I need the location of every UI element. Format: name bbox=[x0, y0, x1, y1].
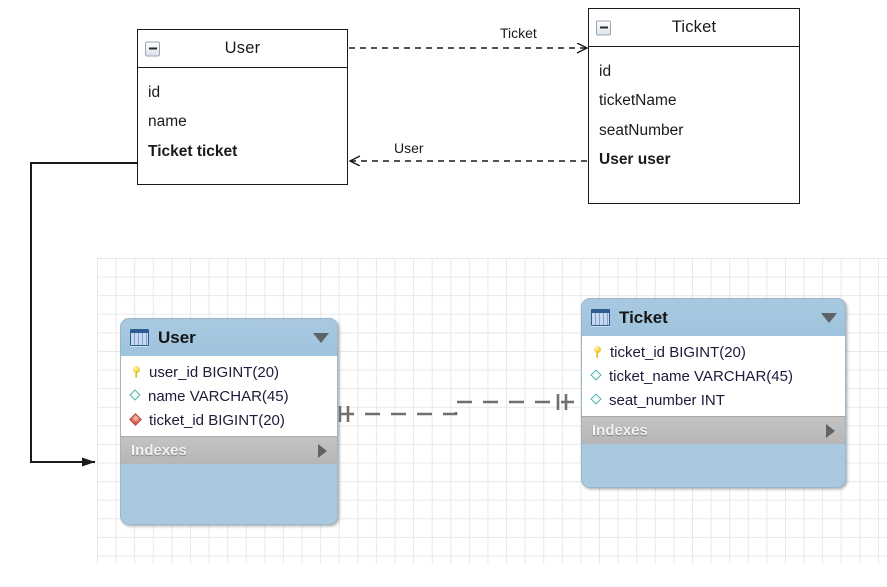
er-table-user-footer bbox=[121, 464, 337, 479]
er-table-user-indexes-bar[interactable]: Indexes bbox=[121, 436, 337, 464]
er-table-ticket[interactable]: Ticket ticket_id BIGINT(20) ticket_name … bbox=[581, 298, 846, 488]
chevron-down-icon[interactable] bbox=[313, 332, 329, 343]
er-field-row[interactable]: user_id BIGINT(20) bbox=[121, 360, 337, 384]
column-icon bbox=[129, 390, 142, 403]
collapse-minus-icon[interactable] bbox=[596, 20, 611, 35]
er-field-label: seat_number INT bbox=[609, 391, 725, 409]
er-field-label: ticket_id BIGINT(20) bbox=[610, 343, 746, 361]
uml-class-ticket[interactable]: Ticket id ticketName seatNumber User use… bbox=[588, 8, 800, 204]
uml-attribute: name bbox=[148, 113, 187, 131]
er-field-row[interactable]: name VARCHAR(45) bbox=[121, 384, 337, 408]
uml-attribute: id bbox=[148, 84, 161, 101]
uml-class-ticket-header: Ticket bbox=[589, 9, 799, 47]
er-table-user-fields: user_id BIGINT(20) name VARCHAR(45) tick… bbox=[121, 356, 337, 436]
er-field-row[interactable]: ticket_id BIGINT(20) bbox=[582, 340, 845, 364]
uml-attribute: ticketName bbox=[599, 92, 677, 110]
er-table-ticket-footer bbox=[582, 444, 845, 459]
uml-attribute: seatNumber bbox=[599, 121, 684, 139]
er-table-ticket-indexes-bar[interactable]: Indexes bbox=[582, 416, 845, 444]
chevron-right-icon[interactable] bbox=[826, 423, 835, 438]
er-table-ticket-header[interactable]: Ticket bbox=[582, 299, 845, 336]
primary-key-icon bbox=[129, 365, 143, 379]
uml-class-user-title: User bbox=[224, 39, 261, 57]
er-field-label: user_id BIGINT(20) bbox=[149, 363, 280, 381]
er-field-row[interactable]: seat_number INT bbox=[582, 388, 845, 412]
table-icon bbox=[130, 329, 149, 346]
er-field-label: ticket_id BIGINT(20) bbox=[149, 411, 285, 429]
er-table-user[interactable]: User user_id BIGINT(20) name VARCHAR(45)… bbox=[120, 318, 338, 525]
chevron-down-icon[interactable] bbox=[821, 312, 837, 323]
foreign-key-icon bbox=[129, 413, 143, 427]
column-icon bbox=[590, 394, 603, 407]
er-table-ticket-title: Ticket bbox=[619, 307, 668, 327]
primary-key-icon bbox=[590, 345, 604, 359]
er-field-label: name VARCHAR(45) bbox=[148, 387, 289, 405]
er-field-row[interactable]: ticket_name VARCHAR(45) bbox=[582, 364, 845, 388]
er-table-ticket-fields: ticket_id BIGINT(20) ticket_name VARCHAR… bbox=[582, 336, 845, 416]
er-table-user-header[interactable]: User bbox=[121, 319, 337, 356]
table-icon bbox=[591, 309, 610, 326]
uml-class-user-header: User bbox=[138, 30, 347, 68]
indexes-label: Indexes bbox=[131, 442, 187, 459]
chevron-right-icon[interactable] bbox=[318, 443, 327, 458]
uml-class-user[interactable]: User id name Ticket ticket bbox=[137, 29, 348, 185]
er-field-row[interactable]: ticket_id BIGINT(20) bbox=[121, 408, 337, 432]
association-label-ticket: Ticket bbox=[500, 25, 537, 41]
association-label-user: User bbox=[394, 140, 424, 156]
uml-class-ticket-attributes: id ticketName seatNumber User user bbox=[589, 47, 799, 185]
column-icon bbox=[590, 370, 603, 383]
uml-class-user-attributes: id name Ticket ticket bbox=[138, 68, 347, 176]
uml-attribute: Ticket ticket bbox=[148, 142, 238, 160]
collapse-minus-icon[interactable] bbox=[145, 41, 160, 56]
uml-class-ticket-title: Ticket bbox=[671, 18, 717, 36]
uml-attribute: User user bbox=[599, 151, 671, 169]
er-field-label: ticket_name VARCHAR(45) bbox=[609, 367, 793, 385]
uml-attribute: id bbox=[599, 63, 612, 80]
indexes-label: Indexes bbox=[592, 422, 648, 439]
er-table-user-title: User bbox=[158, 327, 196, 347]
